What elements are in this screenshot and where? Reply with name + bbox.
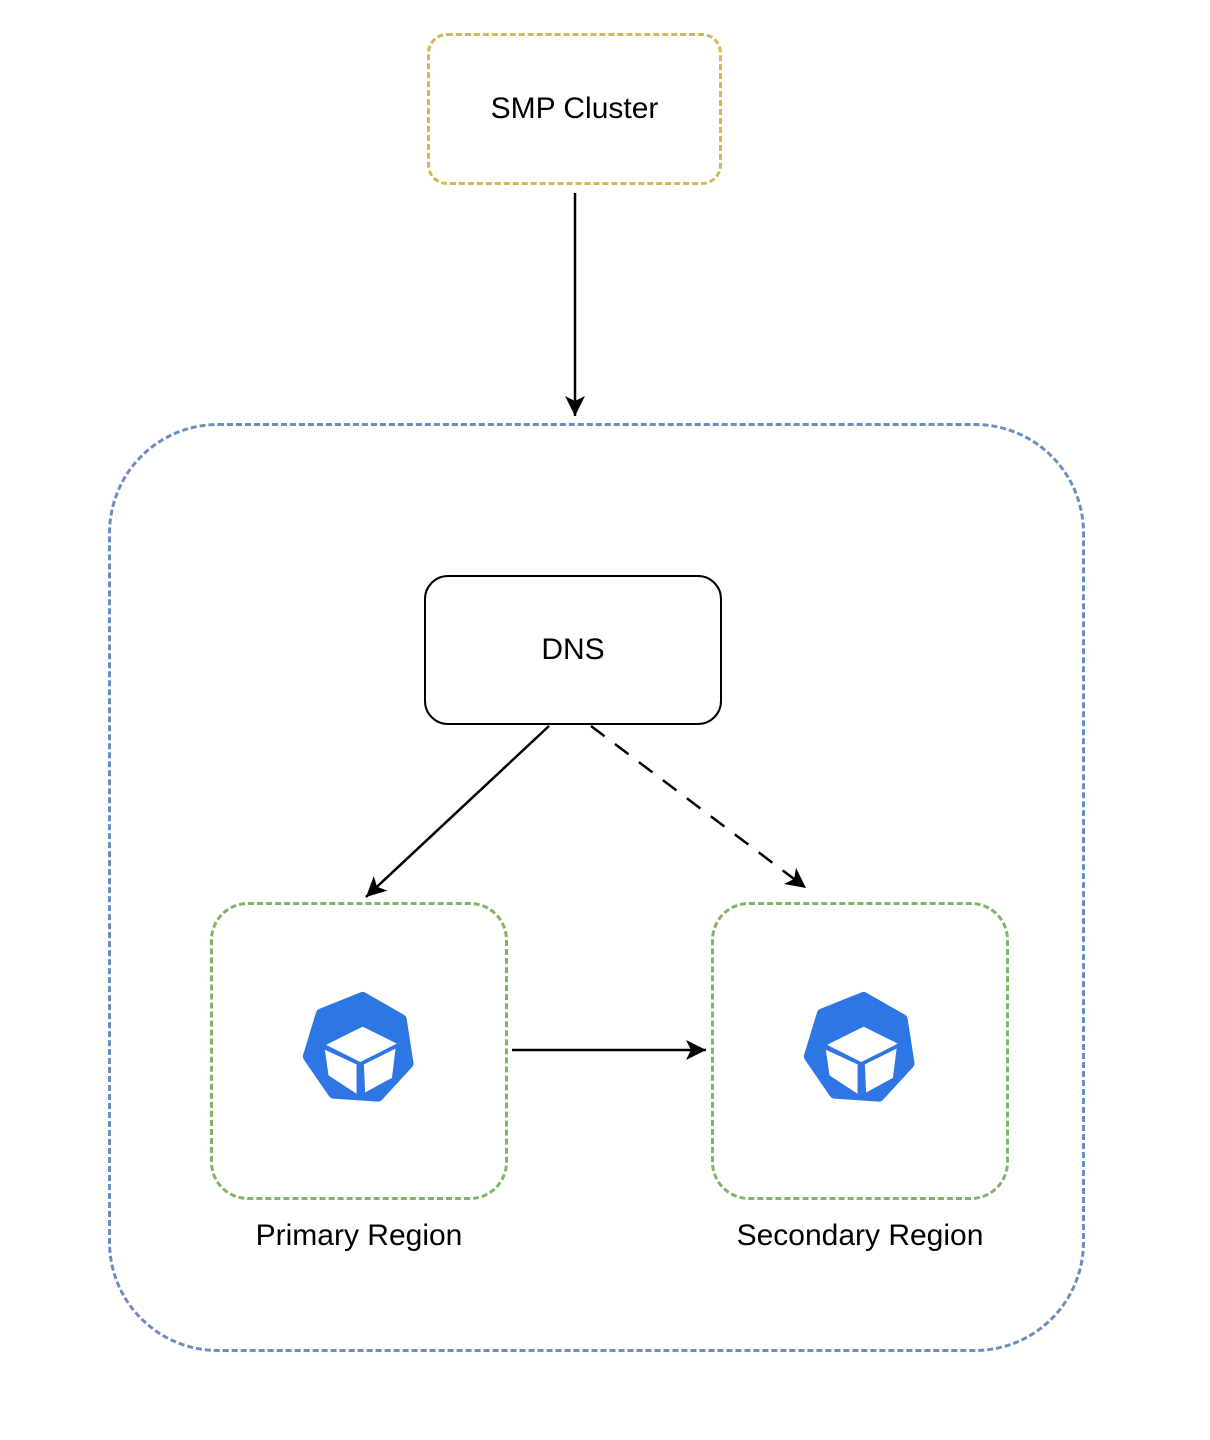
blue-heptagon-cube-icon	[302, 991, 414, 1102]
node-dns: DNS	[424, 575, 722, 725]
node-smp-cluster: SMP Cluster	[427, 33, 722, 185]
blue-heptagon-cube-icon	[803, 991, 915, 1102]
primary-region-label: Primary Region	[255, 1219, 463, 1252]
secondary-region-label: Secondary Region	[736, 1219, 984, 1252]
smp-cluster-label: SMP Cluster	[490, 92, 659, 125]
node-primary-region	[210, 902, 508, 1200]
node-secondary-region	[711, 902, 1009, 1200]
dns-label: DNS	[541, 633, 605, 666]
outer-region-container	[108, 423, 1085, 1352]
